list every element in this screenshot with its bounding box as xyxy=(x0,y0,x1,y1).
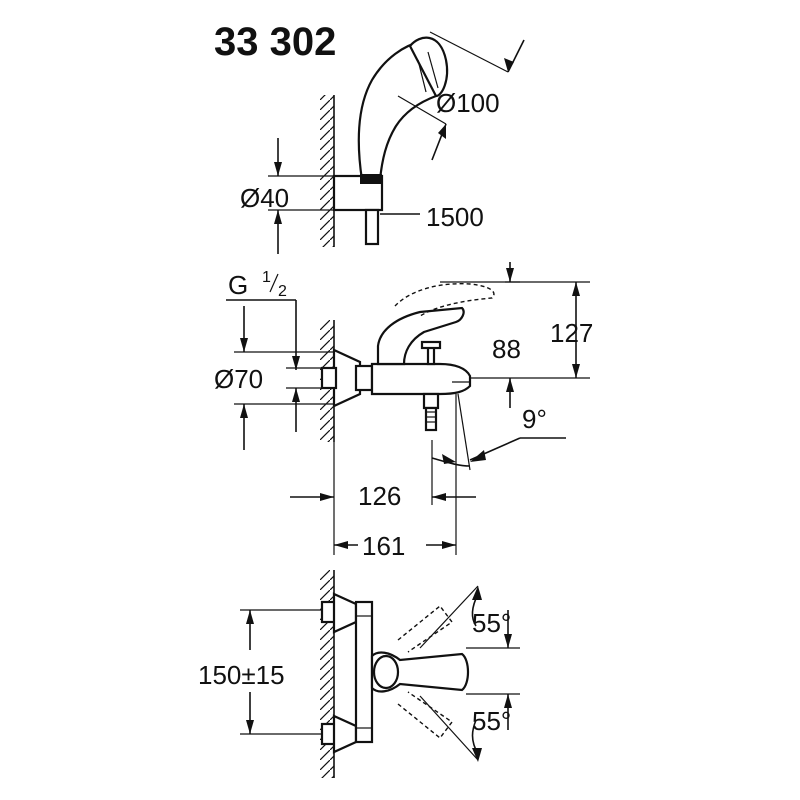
label-depth-161: 161 xyxy=(362,531,405,561)
label-hose-length: 1500 xyxy=(426,202,484,232)
dim-thread xyxy=(226,299,300,432)
shower-hose xyxy=(364,208,380,246)
hand-shower xyxy=(357,36,449,182)
hose-connector xyxy=(422,392,440,432)
label-angle-lower: 55° xyxy=(472,706,511,736)
label-holder-diameter: Ø40 xyxy=(240,183,289,213)
label-thread-denominator: 2 xyxy=(278,283,287,300)
label-thread: G xyxy=(228,270,248,300)
shower-holder xyxy=(332,174,384,212)
lever-handle-top xyxy=(370,651,470,693)
dim-depth-126 xyxy=(290,440,476,555)
label-spout-angle: 9° xyxy=(522,404,547,434)
label-angle-upper: 55° xyxy=(472,608,511,638)
label-depth-126: 126 xyxy=(358,481,401,511)
dim-angle-upper xyxy=(419,585,520,649)
thread-fraction-bar xyxy=(269,273,279,293)
label-height-88: 88 xyxy=(492,334,521,364)
label-height-127: 127 xyxy=(550,318,593,348)
lever-handle-side xyxy=(376,282,495,366)
dim-holder-diameter xyxy=(268,138,334,254)
dim-spout-angle xyxy=(431,393,566,471)
dim-angle-lower xyxy=(419,693,520,762)
dim-centres xyxy=(240,609,322,735)
mixer-body-top xyxy=(320,592,374,754)
dim-depth-161 xyxy=(334,470,457,555)
dim-height-127 xyxy=(505,281,590,378)
label-centres: 150±15 xyxy=(198,660,285,690)
mixer-body-side xyxy=(320,348,472,408)
diverter-knob xyxy=(420,340,442,366)
product-number: 33 302 xyxy=(214,20,336,64)
dim-escutcheon-diameter xyxy=(234,306,334,450)
label-escutcheon-diameter: Ø70 xyxy=(214,364,263,394)
label-hand-shower-diameter: Ø100 xyxy=(436,88,500,118)
dim-hand-shower-diameter xyxy=(397,31,525,161)
label-thread-numerator: 1 xyxy=(262,269,271,286)
wall-top xyxy=(320,95,335,247)
